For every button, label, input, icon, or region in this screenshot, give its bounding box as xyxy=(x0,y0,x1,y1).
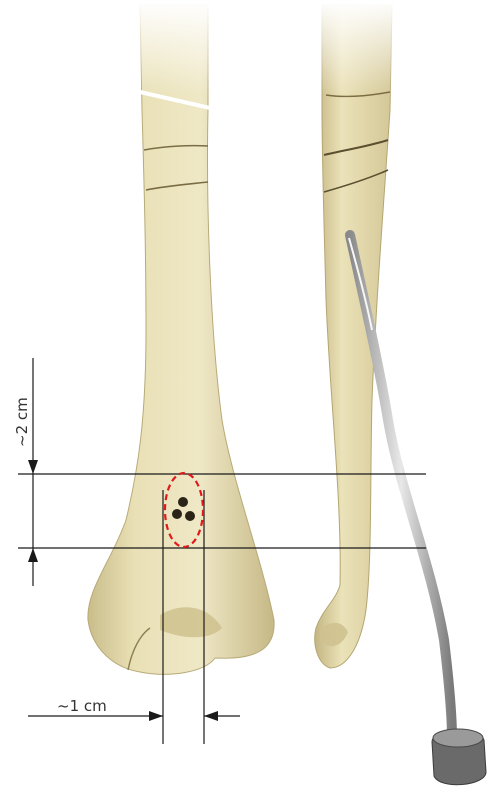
left-bone-shape xyxy=(88,5,274,674)
right-bone-lateral-view xyxy=(315,0,400,668)
arrow-right-icon xyxy=(149,711,163,721)
right-bone-fade xyxy=(315,0,400,95)
arrow-down-icon xyxy=(28,460,38,474)
vertical-distance-label: ~2 cm xyxy=(13,397,31,447)
right-bone-shape xyxy=(315,5,392,668)
left-bone-anterior-view xyxy=(88,0,274,674)
arrow-left-icon xyxy=(204,711,218,721)
arrow-up-icon xyxy=(28,548,38,562)
left-bone-fade xyxy=(130,0,220,95)
horizontal-distance-label: ~1 cm xyxy=(57,697,107,715)
pin-handle-cap xyxy=(432,729,486,785)
